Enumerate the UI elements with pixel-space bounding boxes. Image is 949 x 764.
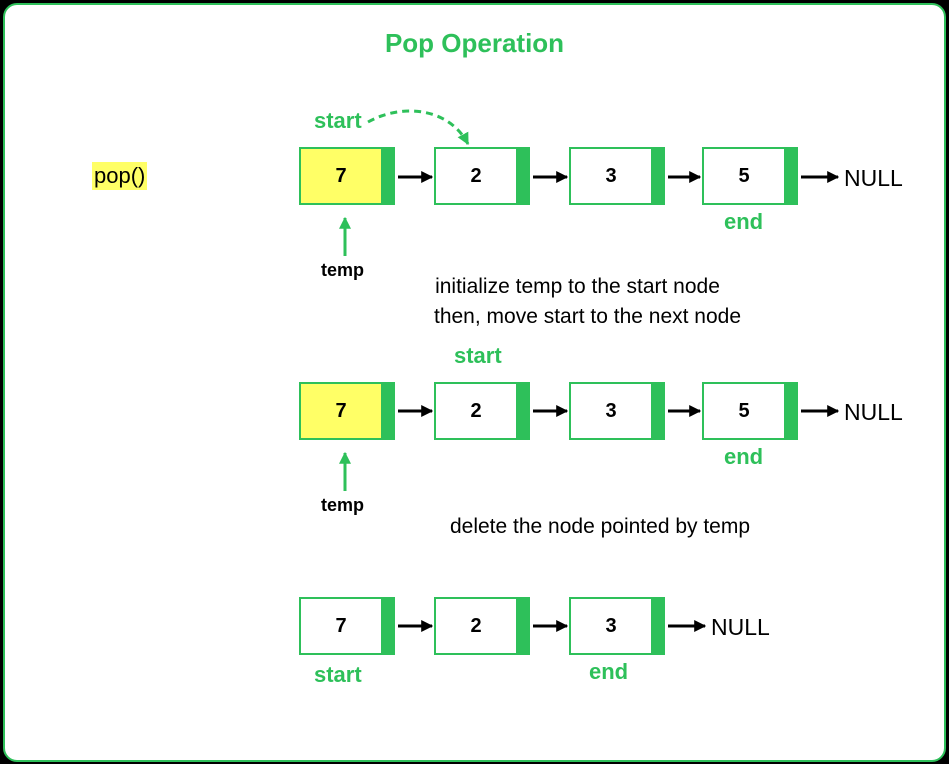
row3-node-1-value: 7 (335, 615, 347, 637)
row2-node-1: 7 (299, 382, 395, 440)
row3-node-3: 3 (569, 597, 665, 655)
row1-move-start-arrow (367, 109, 470, 146)
row2-node-2-value: 2 (470, 400, 482, 422)
row1-temp-label: temp (321, 260, 365, 280)
step1-note-line1: initialize temp to the start node (435, 275, 720, 298)
row1-end-label: end (724, 209, 764, 234)
row1-node-4: 5 (702, 147, 798, 205)
row1-node-2-value: 2 (470, 165, 482, 187)
row2-node-1-value: 7 (335, 400, 347, 422)
row1-node-3-value: 3 (605, 165, 617, 187)
row1-null-label: NULL (844, 165, 903, 191)
pop-call-label: pop() (92, 162, 148, 190)
row3-node-2: 2 (434, 597, 530, 655)
step1-note-line2: then, move start to the next node (433, 305, 742, 328)
row3-node-3-value: 3 (605, 615, 617, 637)
diagram-title: Pop Operation (384, 28, 565, 58)
row2-end-label: end (724, 444, 764, 469)
row2-node-3-value: 3 (605, 400, 617, 422)
row2-node-2: 2 (434, 382, 530, 440)
row2-start-label: start (454, 343, 502, 368)
row3-start-label: start (314, 662, 362, 687)
row2-null-label: NULL (844, 399, 903, 425)
row1-node-1-value: 7 (335, 165, 347, 187)
row3-node-1: 7 (299, 597, 395, 655)
row1-start-label: start (314, 108, 362, 133)
row1-node-3: 3 (569, 147, 665, 205)
row1-node-2: 2 (434, 147, 530, 205)
row2-node-4: 5 (702, 382, 798, 440)
row2-temp-label: temp (321, 495, 365, 515)
row3-null-label: NULL (711, 614, 770, 640)
row2-node-4-value: 5 (738, 400, 750, 422)
row3-end-label: end (589, 659, 629, 684)
row1-node-1: 7 (299, 147, 395, 205)
row1-node-4-value: 5 (738, 165, 750, 187)
row2-node-3: 3 (569, 382, 665, 440)
row3-node-2-value: 2 (470, 615, 482, 637)
step2-note: delete the node pointed by temp (449, 515, 751, 538)
